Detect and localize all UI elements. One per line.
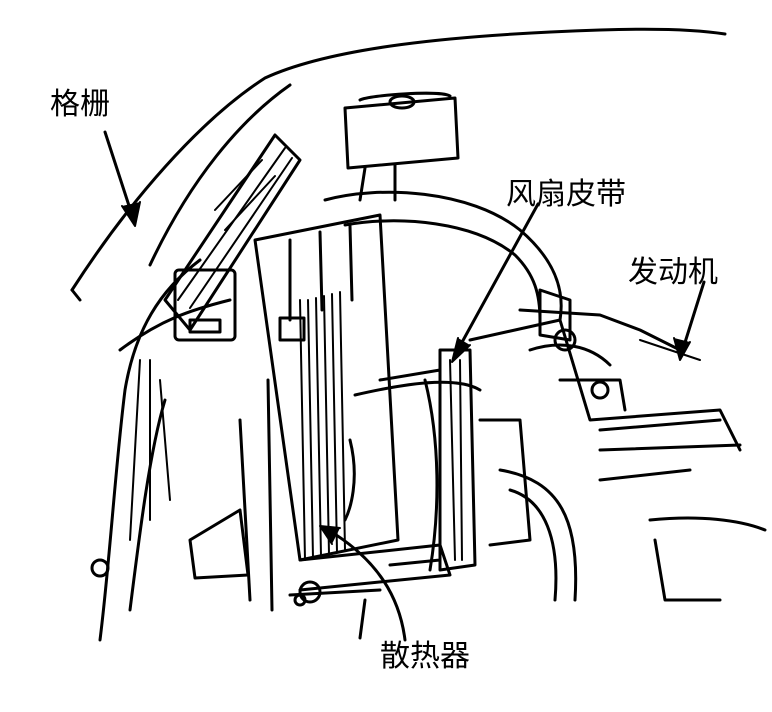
label-radiator: 散热器 xyxy=(380,639,470,674)
label-engine: 发动机 xyxy=(628,255,718,290)
grille xyxy=(90,133,302,578)
engine-block xyxy=(468,308,767,602)
radiator xyxy=(238,213,400,612)
fan-assembly xyxy=(343,348,482,572)
label-fan-belt: 风扇皮带 xyxy=(506,177,626,212)
upper-hose xyxy=(323,190,572,342)
radiator-support xyxy=(188,508,452,607)
leader-arrows xyxy=(103,130,706,642)
label-grille: 格栅 xyxy=(50,87,110,122)
reservoir-tank xyxy=(343,91,460,202)
